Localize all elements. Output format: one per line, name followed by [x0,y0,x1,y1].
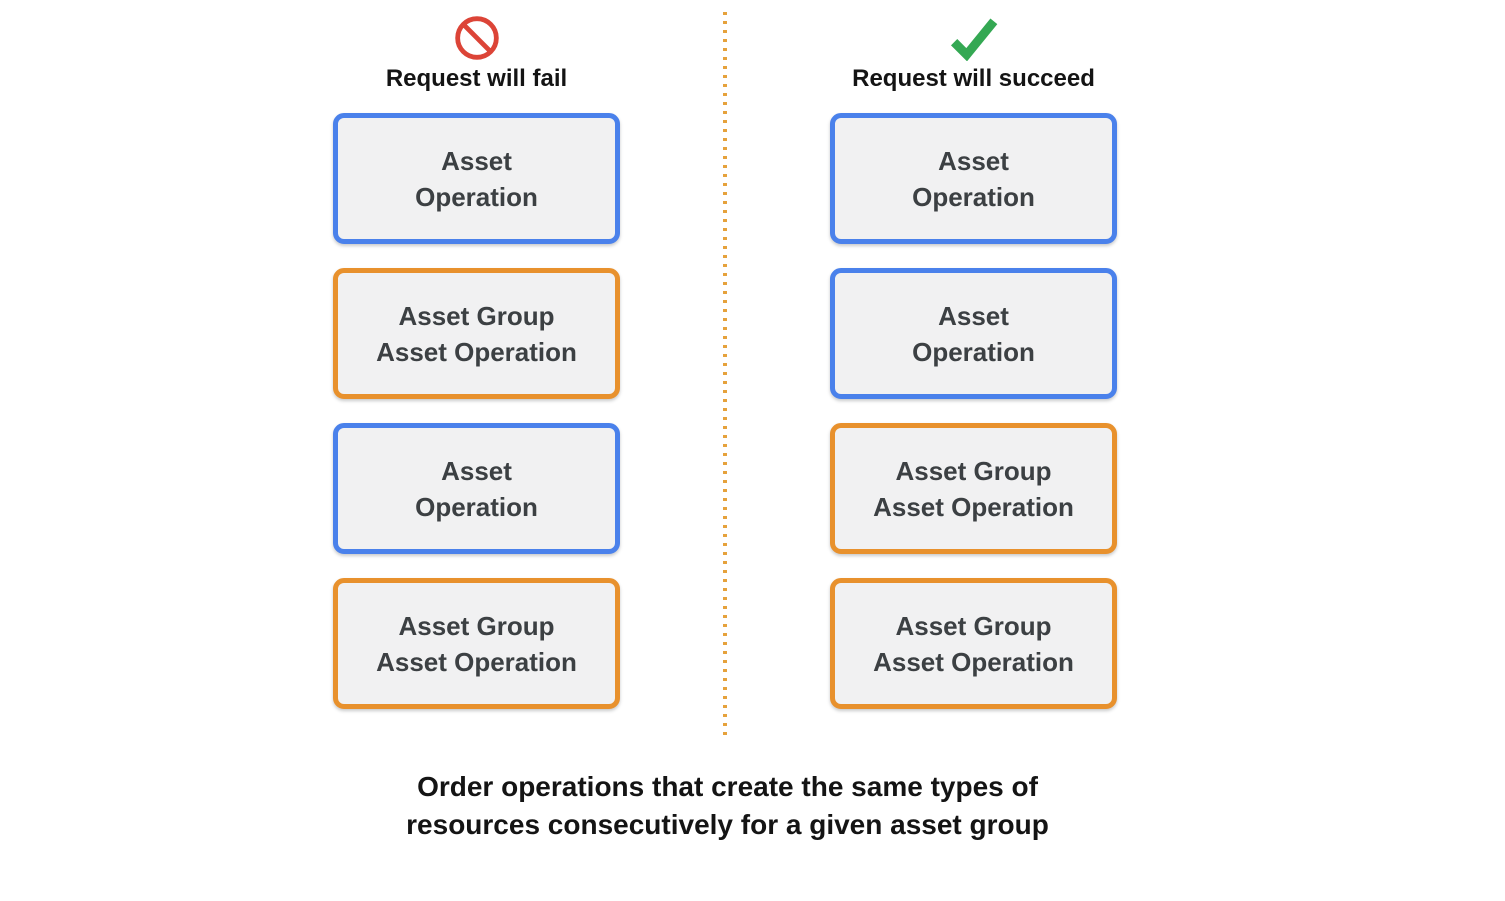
flow-box-succeed-4: Asset Group Asset Operation [830,578,1117,709]
prohibition-icon [454,12,500,64]
flow-box-fail-1: Asset Operation [333,113,620,244]
succeed-column-title: Request will succeed [852,65,1095,92]
succeed-column: Request will succeed Asset Operation Ass… [830,12,1117,733]
flow-box-fail-3: Asset Operation [333,423,620,554]
flow-box-fail-2: Asset Group Asset Operation [333,268,620,399]
flow-box-succeed-2: Asset Operation [830,268,1117,399]
flow-box-succeed-3: Asset Group Asset Operation [830,423,1117,554]
fail-column: Request will fail Asset Operation Asset … [333,12,620,733]
checkmark-icon [946,12,1002,64]
dotted-divider [723,12,727,735]
flow-box-fail-4: Asset Group Asset Operation [333,578,620,709]
fail-column-title: Request will fail [385,65,568,92]
diagram-caption: Order operations that create the same ty… [406,771,1049,840]
flow-box-succeed-1: Asset Operation [830,113,1117,244]
